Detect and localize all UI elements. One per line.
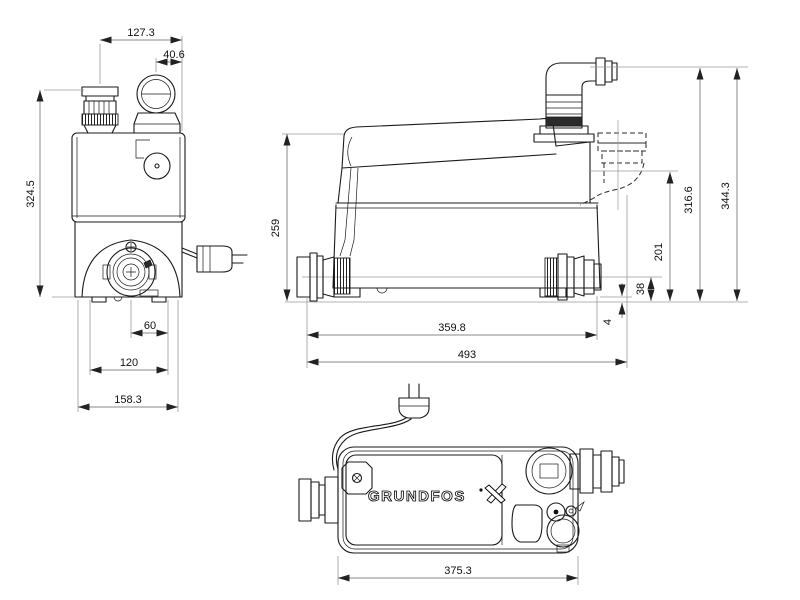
- front-lower-body: [74, 221, 183, 303]
- brand-logo: GRUNDFOS: [368, 483, 507, 505]
- dim-top-body-length: 375.3: [444, 565, 472, 577]
- side-inlet-connector: [296, 252, 351, 302]
- grundfos-x-mark: [484, 483, 507, 504]
- dim-side-inlet-center-height: 201: [653, 243, 665, 261]
- dim-front-foot-span: 120: [120, 357, 138, 369]
- dim-side-foot-height: 4: [602, 319, 614, 325]
- dim-side-discharge-top-height: 316.6: [683, 186, 695, 214]
- registered-mark: [479, 488, 483, 492]
- front-outlet-port: [133, 74, 181, 134]
- front-upper-body: [71, 132, 186, 223]
- top-inlet-connector: [298, 476, 339, 524]
- side-tank: [332, 141, 601, 298]
- front-power-plug: [181, 245, 248, 273]
- dim-front-port-span: 127.3: [127, 27, 155, 39]
- side-dimensions: 259 316.6 344.3 201 38 4 359.8 493: [270, 66, 748, 368]
- side-view: 259 316.6 344.3 201 38 4 359.8 493: [270, 57, 748, 368]
- side-lid: [341, 118, 557, 169]
- top-discharge-connector: [525, 447, 625, 495]
- dim-side-tank-height: 259: [270, 219, 282, 237]
- dim-side-overall-height: 344.3: [720, 182, 732, 210]
- top-power-plug: [331, 383, 430, 495]
- top-dimensions: 375.3: [337, 556, 579, 585]
- front-hose-connector: [81, 86, 119, 134]
- dim-front-outlet-port-width: 40.6: [163, 49, 184, 61]
- dim-side-outlet-center-height: 38: [635, 283, 647, 295]
- front-dimensions: 127.3 40.6 324.5 60 120 158.3: [25, 27, 185, 412]
- top-service-openings: [511, 500, 585, 553]
- top-view: GRUNDFOS: [298, 383, 625, 585]
- dim-side-body-length: 359.8: [438, 322, 466, 334]
- dim-front-height: 324.5: [25, 180, 37, 208]
- side-discharge-elbow: [533, 57, 618, 143]
- dim-front-base-width: 158.3: [114, 394, 142, 406]
- side-outlet-connector: [544, 253, 602, 301]
- side-hidden-inlet-port: [579, 120, 678, 210]
- dim-side-overall-length: 493: [458, 349, 476, 361]
- dim-front-outlet-offset: 60: [144, 320, 156, 332]
- brand-logo-text: GRUNDFOS: [368, 488, 466, 505]
- front-view: 127.3 40.6 324.5 60 120 158.3: [25, 27, 248, 412]
